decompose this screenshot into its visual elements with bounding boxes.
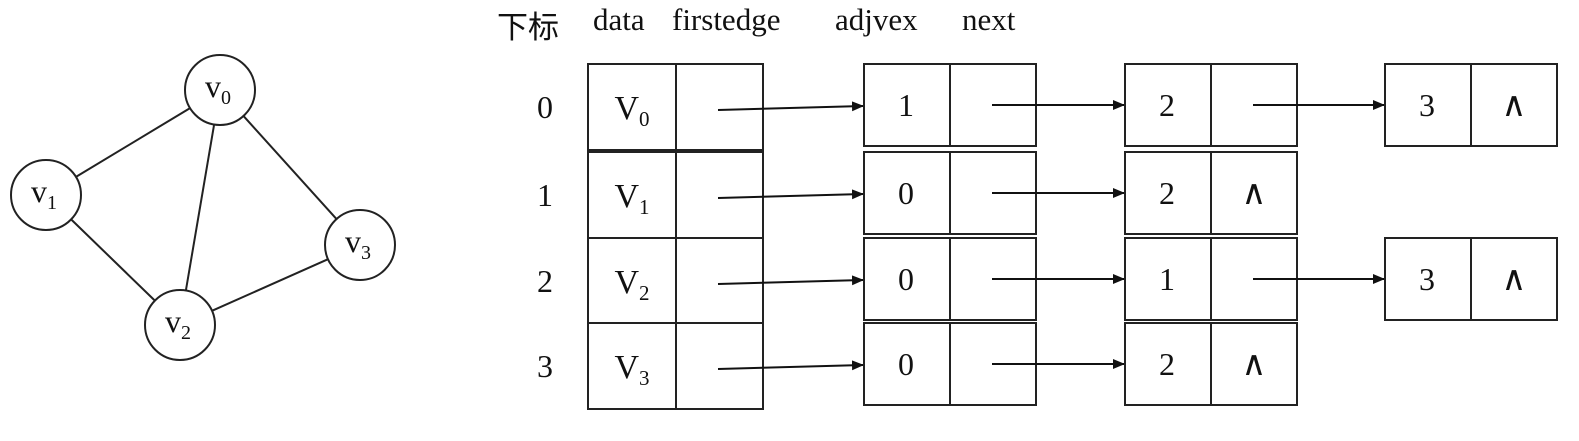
graph-node-v3 — [324, 209, 396, 281]
edge-next-null: ∧ — [1502, 87, 1527, 124]
graph-node-v2 — [144, 289, 216, 361]
edge-adjvex: 3 — [1419, 261, 1435, 297]
edge-adjvex: 0 — [898, 175, 914, 211]
graph-edge-1-2 — [70, 218, 156, 302]
graph-edge-0-2 — [184, 124, 216, 291]
graph-edge-0-3 — [242, 115, 338, 220]
row-index: 3 — [537, 348, 553, 384]
header-adjvex: adjvex — [835, 2, 918, 37]
header-index: 下标 — [497, 10, 559, 45]
graph-edge-2-3 — [211, 258, 329, 312]
row-index: 1 — [537, 177, 553, 213]
edge-adjvex: 2 — [1159, 175, 1175, 211]
firstedge-pointer — [717, 360, 864, 371]
edge-next-null: ∧ — [1242, 175, 1267, 212]
graph-edge-0-1 — [75, 107, 191, 178]
graph-node-v0 — [184, 54, 256, 126]
header-data: data — [593, 2, 645, 37]
firstedge-pointer — [717, 189, 864, 200]
edge-adjvex: 0 — [898, 346, 914, 382]
graph-node-v1 — [10, 159, 82, 231]
edge-adjvex: 3 — [1419, 87, 1435, 123]
firstedge-pointer — [717, 275, 864, 286]
edge-adjvex: 1 — [898, 87, 914, 123]
header-firstedge: firstedge — [672, 2, 781, 37]
edge-next-null: ∧ — [1242, 346, 1267, 383]
row-index: 0 — [537, 89, 553, 125]
edge-adjvex: 2 — [1159, 87, 1175, 123]
header-next: next — [962, 2, 1016, 37]
edge-next-null: ∧ — [1502, 261, 1527, 298]
edge-adjvex: 1 — [1159, 261, 1175, 297]
firstedge-pointer — [717, 101, 864, 112]
edge-adjvex: 2 — [1159, 346, 1175, 382]
edge-adjvex: 0 — [898, 261, 914, 297]
row-index: 2 — [537, 263, 553, 299]
